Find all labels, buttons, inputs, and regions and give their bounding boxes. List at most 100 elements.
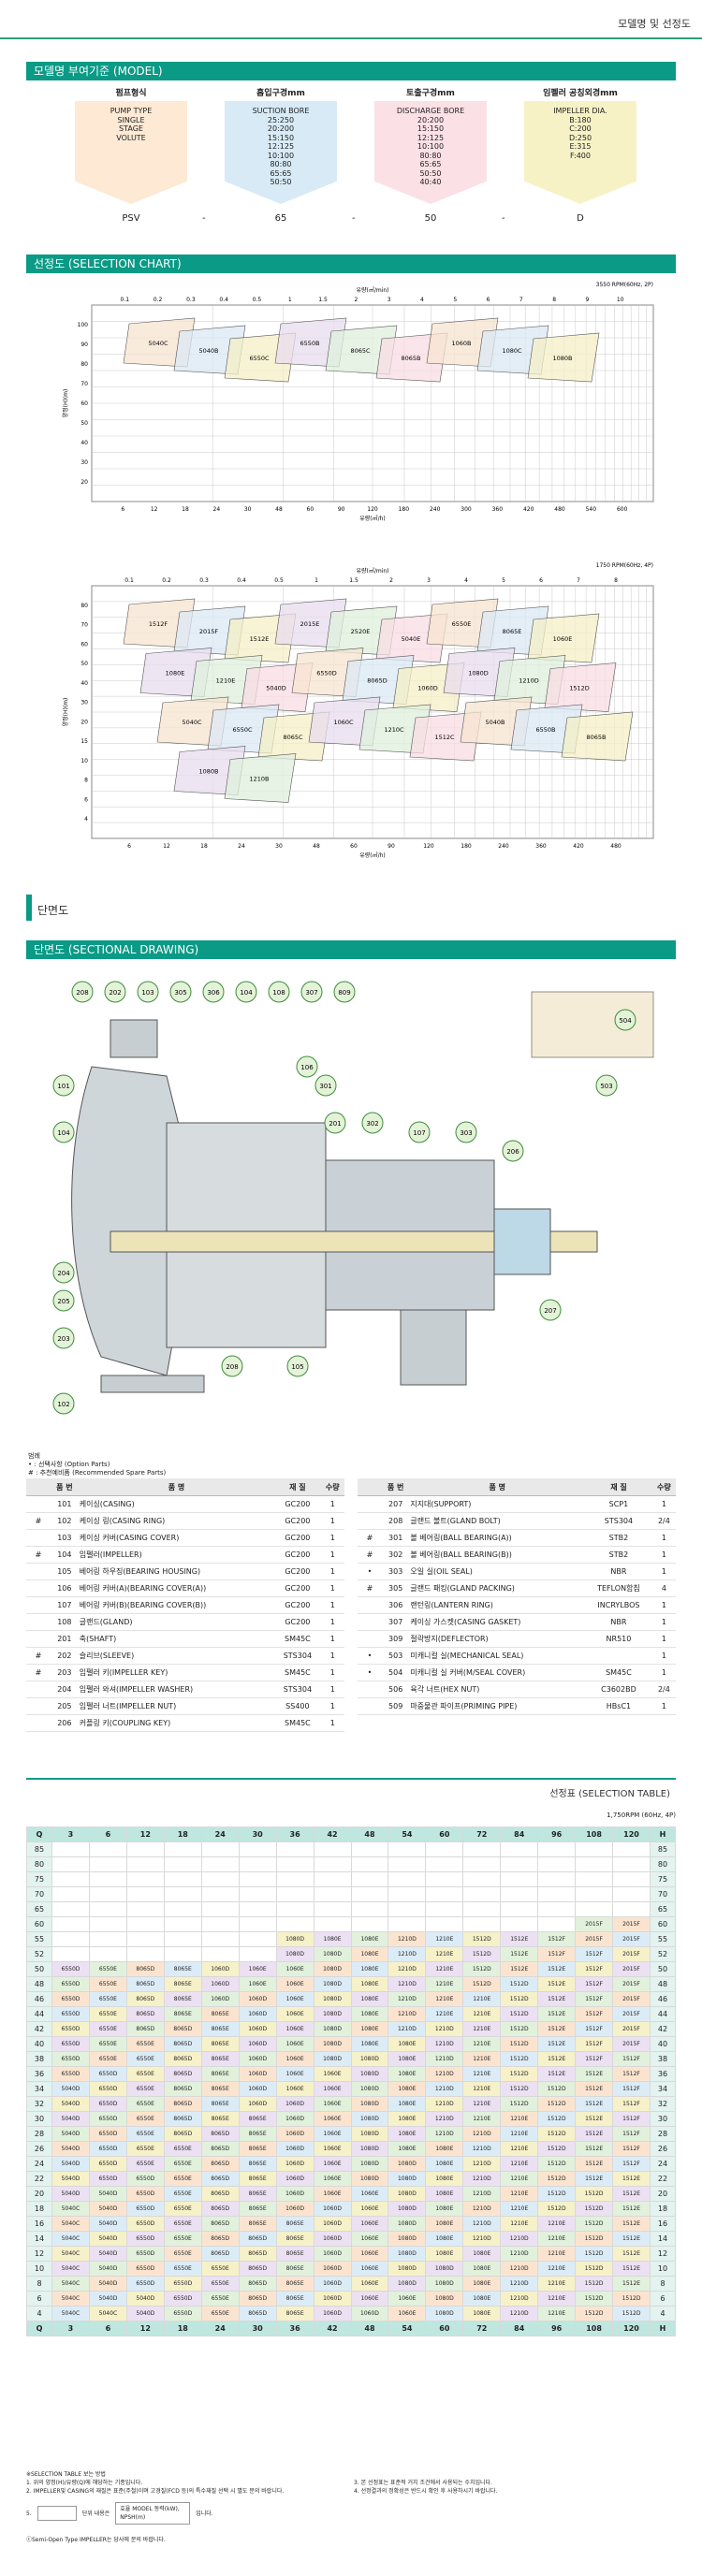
- selection-cell: 8065D: [200, 2231, 240, 2247]
- selection-cell: 1512E: [612, 2186, 651, 2202]
- selection-cell: 1210E: [500, 2111, 539, 2127]
- model-region-label: 5040B: [485, 719, 505, 726]
- model-region-label: 1080E: [166, 670, 185, 677]
- part-name-cell: 볼 베어링(BALL BEARING(A)): [409, 1529, 586, 1547]
- selection-cell: 1210D: [462, 2156, 502, 2172]
- coverage-region: [561, 711, 634, 762]
- model-code: 50: [424, 213, 437, 224]
- model-region-label: 1060E: [553, 635, 573, 643]
- model-column-item: D:250: [568, 133, 592, 142]
- head-label: 80: [650, 1856, 676, 1872]
- model-column-item: SINGLE: [117, 115, 145, 124]
- selection-cell: [88, 1931, 127, 1947]
- top-tick-label: 4: [464, 577, 468, 584]
- selection-cell: 1210D: [500, 2306, 539, 2321]
- top-tick-label: 0.1: [121, 297, 130, 303]
- flow-header: 3: [51, 1826, 90, 1842]
- selection-cell: 8065D: [163, 2036, 202, 2052]
- selection-cell: 8065D: [238, 2261, 277, 2277]
- mark-cell: [26, 1613, 51, 1631]
- selection-cell: [350, 1886, 389, 1902]
- selection-cell: 1512E: [612, 2171, 651, 2187]
- model-column-item: SUCTION BORE: [252, 107, 310, 115]
- model-region-label: 1210D: [519, 677, 539, 685]
- selection-cell: 1512E: [500, 1931, 539, 1947]
- selection-cell: [612, 1871, 651, 1887]
- selection-cell: 1060E: [313, 2186, 352, 2202]
- selection-cell: 1210D: [388, 1976, 427, 1992]
- quantity-cell: 1: [651, 1529, 676, 1547]
- part-number-cell: 301: [382, 1529, 410, 1547]
- callout-label: 307: [305, 989, 317, 997]
- selection-cell: 8065E: [200, 2081, 240, 2097]
- selection-cell: 1080D: [313, 2051, 352, 2067]
- top-tick-label: 6: [539, 577, 543, 584]
- selection-cell: 1060D: [200, 1976, 240, 1992]
- selection-cell: [462, 1901, 502, 1917]
- selection-cell: 5040D: [88, 2276, 127, 2292]
- flow-header: 24: [200, 1826, 240, 1842]
- selection-cell: 8065E: [163, 1961, 202, 1977]
- selection-cell: [462, 1841, 502, 1857]
- selection-cell: 8065D: [163, 2021, 202, 2037]
- selection-cell: [313, 1871, 352, 1887]
- selection-cell: [125, 1916, 165, 1932]
- selection-cell: 1060D: [238, 1991, 277, 2007]
- selection-cell: 6550D: [51, 2036, 90, 2052]
- material-cell: INCRYLBOS: [585, 1596, 652, 1614]
- model-region-label: 8065D: [367, 677, 388, 685]
- quantity-cell: 1: [651, 1596, 676, 1614]
- selection-cell: 1080D: [313, 2036, 352, 2052]
- callout-label: 104: [240, 989, 253, 997]
- flow-header: 42: [313, 2321, 352, 2336]
- bottom-unit-label: 유량(㎥/h): [359, 851, 386, 859]
- part-number-cell: 101: [51, 1495, 79, 1513]
- callout-label: 106: [300, 1064, 314, 1071]
- y-tick-label: 20: [80, 479, 88, 486]
- selection-cell: 6550D: [51, 1976, 90, 1992]
- selection-cell: 8065D: [238, 2291, 277, 2307]
- quantity-cell: 2/4: [651, 1512, 676, 1530]
- top-tick-label: 0.3: [186, 297, 196, 303]
- selection-cell: 1512D: [537, 2141, 577, 2157]
- selection-cell: 8065D: [238, 2246, 277, 2262]
- selection-cell: [575, 1856, 614, 1872]
- selection-cell: 1060E: [275, 2081, 314, 2097]
- y-tick-label: 10: [80, 758, 88, 764]
- selection-cell: 1060E: [350, 2186, 389, 2202]
- mark-cell: #: [358, 1546, 382, 1564]
- part-number-cell: 303: [382, 1563, 410, 1580]
- material-cell: GC200: [274, 1512, 321, 1530]
- model-region-label: 1210C: [384, 726, 404, 734]
- selection-cell: 6550D: [51, 2021, 90, 2037]
- selection-cell: 1060E: [275, 2051, 314, 2067]
- selection-cell: 5040D: [125, 2291, 165, 2307]
- top-tick-label: 6: [487, 297, 490, 303]
- head-label: 70: [26, 1886, 52, 1902]
- head-label: 65: [650, 1901, 676, 1917]
- selection-cell: [51, 1946, 90, 1962]
- model-column-item: 65:65: [419, 160, 442, 168]
- top-unit-label: 유량(㎥/min): [356, 286, 388, 294]
- selection-cell: 1512F: [575, 2036, 614, 2052]
- selection-cell: 1512F: [612, 2066, 651, 2082]
- callout-bubble: [52, 1074, 75, 1097]
- selection-cell: 1060D: [238, 2051, 277, 2067]
- callout-label: 105: [291, 1363, 303, 1371]
- flow-header: 36: [275, 1826, 314, 1842]
- selection-cell: 1060E: [275, 2006, 314, 2022]
- callout-bubble: [314, 1074, 337, 1097]
- selection-cell: [500, 1841, 539, 1857]
- selection-cell: 8065E: [238, 2186, 277, 2202]
- selection-cell: 1080D: [350, 2141, 389, 2157]
- callout-label: 107: [413, 1129, 425, 1137]
